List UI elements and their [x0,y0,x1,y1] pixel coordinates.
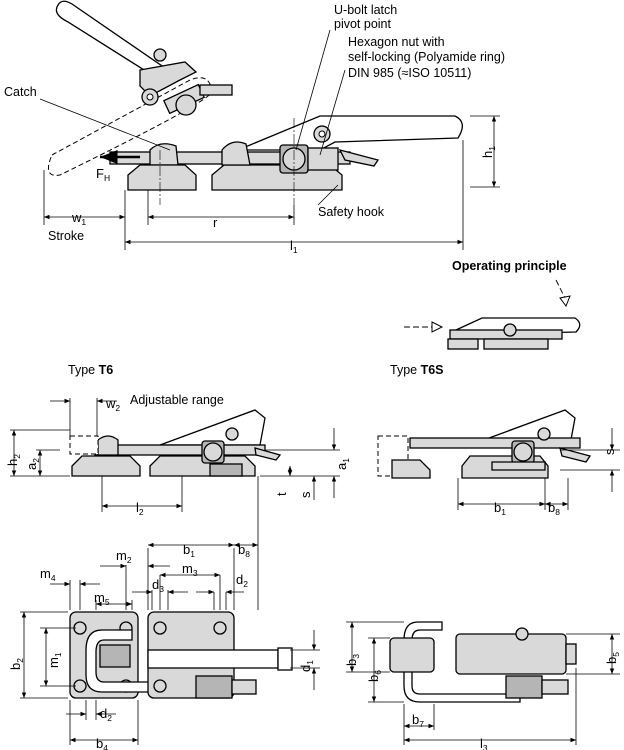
dim-b3: b3 [344,654,361,666]
dim-fh: FH [96,166,110,183]
dim-d2-top: d2 [236,572,248,589]
label-hex-3: DIN 985 (≈ISO 10511) [348,66,471,80]
dim-b5: b5 [604,652,621,664]
label-stroke: Stroke [48,229,84,243]
label-catch: Catch [4,85,37,99]
catch-base [127,164,197,191]
dim-a2: a2 [24,458,41,470]
dim-h1: h1 [480,146,497,158]
dim-l2: l2 [136,500,144,517]
dim-w1: w1 [71,210,86,227]
dim-s-t6s: s [602,448,617,455]
dim-b6: b6 [366,670,383,682]
plan-view-t6-dims [20,540,320,745]
catch-hook [149,143,179,166]
dim-b7: b7 [412,712,424,729]
label-operating-principle: Operating principle [452,259,567,273]
dim-b1-plan: b1 [183,542,195,559]
dim-s-t6: s [298,491,313,498]
dim-b2: b2 [8,658,25,670]
dim-d3: d3 [152,577,164,594]
label-ubolt-2: pivot point [334,17,392,31]
dim-b8-plan: b8 [238,542,250,559]
label-type-t6s: Type T6S [390,363,444,377]
dim-a1: a1 [334,458,351,470]
dim-h2: h2 [5,454,22,466]
plan-view-t6 [69,611,293,699]
label-hex-1: Hexagon nut with [348,35,445,49]
label-ubolt-1: U-bolt latch [334,3,397,17]
dim-b4: b4 [96,736,108,750]
type-t6-dims [10,398,340,540]
label-type-t6: Type T6 [68,363,113,377]
dim-b1-t6s: b1 [494,500,506,517]
mechanism-open [139,48,233,116]
dim-m2: m2 [116,548,132,565]
dim-r: r [213,215,218,230]
dim-b8-t6s: b8 [548,500,560,517]
dim-m1: m1 [46,652,63,668]
type-t6-side-view [69,409,282,477]
main-side-view [39,0,500,250]
dim-m5: m5 [94,590,110,607]
dim-t-t6: t [274,492,289,496]
type-t6s-side-view [377,409,592,479]
dim-m3: m3 [182,561,198,578]
safety-hook [338,149,380,167]
dim-l1: l1 [290,238,298,255]
dim-m4: m4 [40,566,56,583]
dim-w2: w2 [105,396,120,413]
dim-d1: d1 [298,660,315,672]
dim-l3: l3 [480,736,488,750]
handle-closed [237,115,463,151]
operating-principle-figure [404,279,581,350]
type-t6s-dims [457,428,620,510]
dim-d2-bottom: d2 [100,706,112,723]
plan-view-t6s-dims [346,621,620,745]
label-safety-hook: Safety hook [318,205,385,219]
plan-view-t6s [389,621,577,703]
label-adjustable-range: Adjustable range [130,393,224,407]
label-hex-2: self-locking (Polyamide ring) [348,50,505,64]
